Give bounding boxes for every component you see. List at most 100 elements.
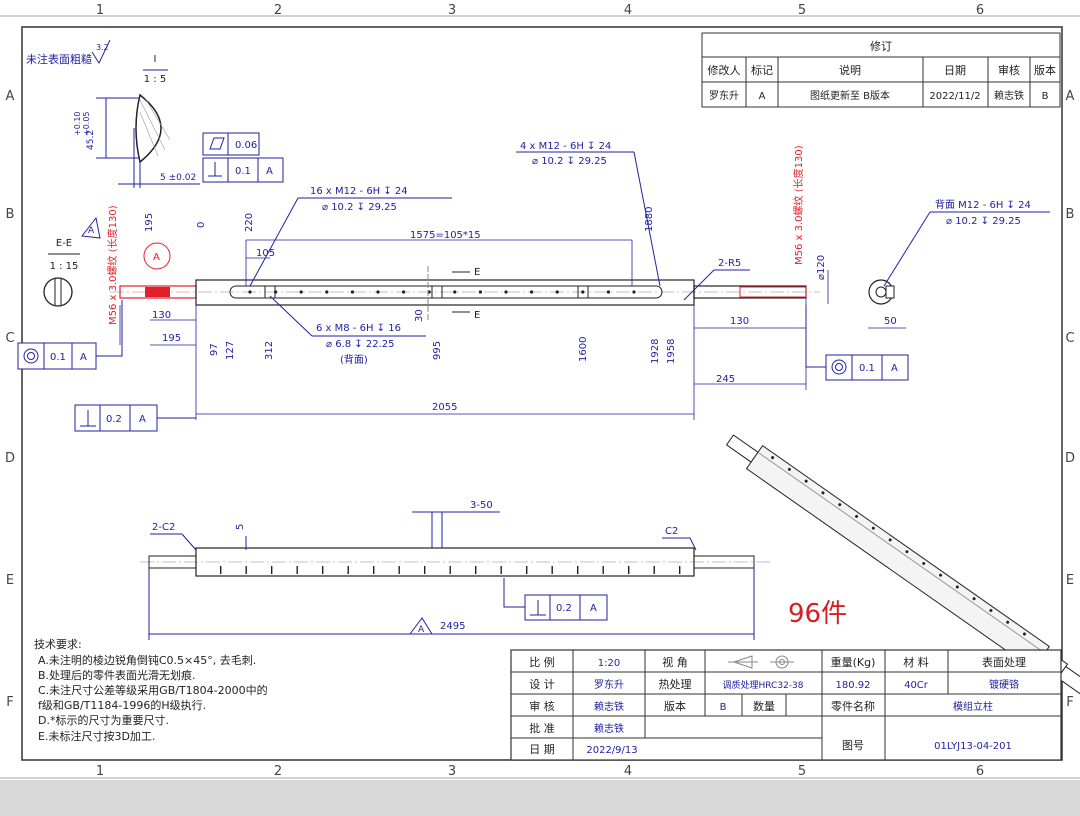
grid-col-3-bottom: 3 [448,764,456,779]
callout-r5: 2-R5 [718,258,741,269]
section-ee-scale: 1 : 15 [50,261,79,272]
iso-hole [1006,620,1010,624]
grid-col-6: 6 [976,3,984,18]
revision-header: 标记 [751,63,773,77]
tb-view-label: 视 角 [662,655,688,669]
slot-mark [653,566,655,574]
dim-195-top: 195 [144,213,155,232]
fcf-perpendicularity-bottom: 0.2 A [503,578,608,621]
grid-row-d: D [5,451,15,466]
dim-130-left: 130 [152,310,171,321]
callout-back-line1: 背面 M12 - 6H ↧ 24 [935,198,1031,211]
grid-row-a: A [6,89,15,104]
tb-weight-value: 180.92 [836,680,871,691]
iso-hole [787,467,791,471]
main-shaft-view: E E [110,266,820,321]
dim-995: 995 [432,341,443,360]
slot-mark [220,566,222,574]
grid-row-e-right: E [1066,573,1074,588]
tech-item: C.未注尺寸公差等级采用GB/T1804-2000中的 [38,683,268,697]
dim-1880: 1880 [644,207,655,232]
iso-hole [939,573,943,577]
tb-scale-label: 比 例 [529,655,555,669]
slot-mark [628,566,630,574]
tapped-hole [299,290,303,294]
grid-row-f: F [6,695,13,710]
tapped-hole [274,290,278,294]
tb-material-label: 材 料 [903,655,929,669]
tb-review-value: 赖志铁 [594,700,624,713]
dim-diameter-120: ⌀120 [816,255,827,280]
slot-mark [271,566,273,574]
thread-left-label: M56 x 3.0螺纹 (长度130) [106,205,119,325]
slot-mark [322,566,324,574]
datum-a-label: A [88,226,95,236]
flatness-symbol-icon [209,137,225,150]
fcf-perp-bottom-value: 0.2 [556,603,572,614]
callout-m12-16-line1: 16 x M12 - 6H ↧ 24 [310,186,408,197]
tb-weight-label: 重量(Kg) [831,655,876,669]
slot-mark [245,566,247,574]
tapped-hole [555,290,559,294]
callout-m12-4-line1: 4 x M12 - 6H ↧ 24 [520,141,611,152]
detail-i-width: 5 ±0.02 [160,173,196,183]
iso-hole [804,479,808,483]
detail-i-scale: 1 : 5 [144,74,166,85]
fcf-perp-top-datum: A [266,166,273,177]
grid-row-c-right: C [1065,331,1074,346]
revision-table: 修订 修改人 标记 说明 日期 审核 版本 罗东升 A 图纸更新至 B版本 20… [701,32,1061,108]
dim-130-right: 130 [730,316,749,327]
grid-col-2: 2 [274,3,282,18]
tb-approve-label: 批 准 [529,721,555,735]
tb-design-label: 设 计 [529,678,555,691]
revision-cell: 赖志铁 [994,89,1024,102]
callout-m8-line1: 6 x M8 - 6H ↧ 16 [316,323,401,334]
slot-mark [347,566,349,574]
perpendicularity-symbol-icon [208,162,222,177]
slot-mark [475,566,477,574]
revision-cell: B [1042,91,1049,102]
dim-1958: 1958 [666,339,677,364]
slot-mark [526,566,528,574]
grid-col-2-bottom: 2 [274,764,282,779]
grid-row-d-right: D [1065,451,1075,466]
section-e-label: E [474,310,480,321]
tb-drawing-label: 图号 [842,739,864,752]
iso-hole [771,456,775,460]
grid-labels: 1 2 3 4 5 6 1 2 3 4 5 6 A B C D E F A B … [5,3,1075,779]
dim-5: 5 [235,524,246,530]
section-e-label: E [474,267,480,278]
slot-mark [296,566,298,574]
tech-item: B.处理后的零件表面光滑无划痕. [38,668,196,682]
detail-i-tol-upper: +0.10 [73,111,82,136]
dim-97: 97 [209,343,220,356]
surface-roughness-note: 未注表面粗糙 3.2 [26,39,111,66]
end-view-right [868,279,895,305]
tb-approve-value: 赖志铁 [594,722,624,735]
callout-c2-right: C2 [665,526,678,537]
title-block: 比 例 1:20 视 角 重量(Kg) 材 料 表面处理 设 计 罗东升 热处理… [510,649,1062,761]
tapped-hole [325,290,329,294]
iso-hole [838,503,842,507]
datum-a-marker: A A [81,216,171,270]
dim-220: 220 [244,213,255,232]
tapped-hole [606,290,611,294]
datum-a-circle-label: A [153,252,160,263]
callout-back-line2: ⌀ 10.2 ↧ 29.25 [946,216,1021,227]
fcf-conc-right-datum: A [891,363,898,374]
dim-312: 312 [264,341,275,360]
revision-header: 日期 [944,64,966,77]
technical-requirements: 技术要求: A.未注明的棱边锐角倒钝C0.5×45°, 去毛刺. B.处理后的零… [34,638,268,743]
thread-right-label: M56 x 3.0螺纹 (长度130) [792,145,805,265]
tb-drawing-value: 01LYJ13-04-201 [934,741,1012,752]
dim-50: 50 [884,316,897,327]
tech-title: 技术要求: [34,638,82,651]
engineering-drawing: 1 2 3 4 5 6 1 2 3 4 5 6 A B C D E F A B … [0,3,1080,779]
dim-127: 127 [225,341,236,360]
iso-hole [888,538,892,542]
section-ee-label: E-E [56,238,72,249]
revision-header: 说明 [839,63,861,77]
tb-part-value: 模组立柱 [953,700,993,713]
grid-col-6-bottom: 6 [976,764,984,779]
detail-i-tol-lower: +0.05 [82,111,91,136]
